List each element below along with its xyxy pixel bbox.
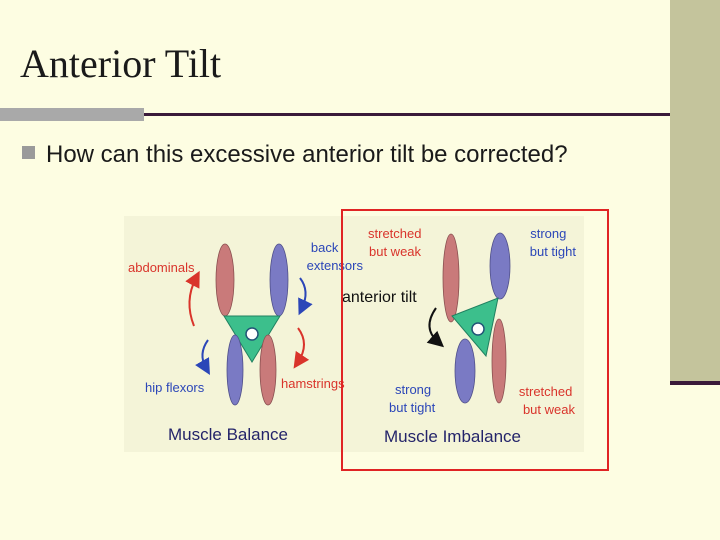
bullet-square-icon <box>22 146 35 159</box>
label-stretched-top: stretched but weak <box>368 226 425 259</box>
imbalance-panel: stretched but weak strong but tight ante… <box>342 226 576 446</box>
hamstrings-muscle <box>259 334 277 406</box>
label-stretched-bottom: stretched but weak <box>519 384 576 417</box>
label-hip-flexors: hip flexors <box>145 380 205 395</box>
label-anterior-tilt: anterior tilt <box>342 289 417 306</box>
right-decor-bar <box>670 0 720 382</box>
back-extensors-arrow <box>298 277 313 316</box>
caption-imbalance: Muscle Imbalance <box>384 427 521 446</box>
back-extensors-muscle <box>269 243 289 317</box>
strong-muscle-bottom <box>454 338 476 404</box>
title-underline <box>144 113 670 116</box>
hamstrings-arrow <box>293 327 310 369</box>
label-hamstrings: hamstrings <box>281 376 345 391</box>
title-accent-bar <box>0 108 144 121</box>
slide-title: Anterior Tilt <box>20 41 222 86</box>
hip-joint <box>245 327 259 341</box>
balance-panel: abdominals back extensors hip flexors ha… <box>128 240 363 444</box>
imbalance-highlight-box <box>341 209 609 471</box>
anterior-tilt-arrow <box>426 307 445 348</box>
right-decor-line <box>670 381 720 385</box>
label-strong-top: strong but tight <box>530 226 577 259</box>
label-back-extensors: back extensors <box>307 240 364 273</box>
abdominals-arrow <box>185 270 200 327</box>
strong-muscle-top <box>489 232 511 300</box>
abdominals-muscle <box>215 243 235 317</box>
muscle-diagram: abdominals back extensors hip flexors ha… <box>124 216 584 452</box>
hip-flexors-muscle <box>226 334 244 406</box>
stretched-muscle-bottom <box>491 318 507 404</box>
bullet-text: How can this excessive anterior tilt be … <box>46 141 568 168</box>
stretched-muscle-top <box>442 233 460 323</box>
label-abdominals: abdominals <box>128 260 195 275</box>
hip-flexors-arrow <box>195 339 210 375</box>
label-strong-bottom: strong but tight <box>389 382 436 415</box>
caption-balance: Muscle Balance <box>168 425 288 444</box>
tilted-hip-joint <box>471 322 485 336</box>
muscle-diagram-svg: abdominals back extensors hip flexors ha… <box>128 226 576 446</box>
